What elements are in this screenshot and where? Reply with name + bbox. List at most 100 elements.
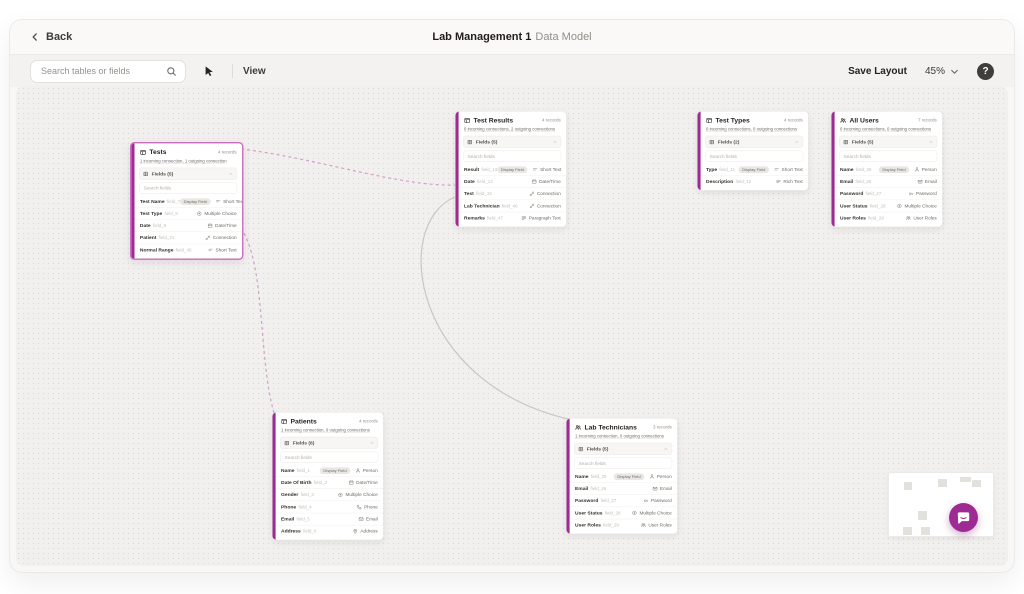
data-model-canvas[interactable]: Tests 4 records 1 incoming connection, 1… — [16, 86, 1008, 566]
field-type-group: Password — [908, 191, 937, 197]
field-id: field_8 — [164, 211, 178, 217]
field-name: User Status — [575, 510, 603, 516]
field-id: field_46 — [501, 203, 518, 209]
table-card-patients[interactable]: Patients 4 records 1 incoming connection… — [272, 412, 384, 566]
field-row-email[interactable]: Email field_26 Email — [831, 175, 943, 187]
field-id: field_27 — [865, 191, 882, 197]
search-input[interactable] — [39, 65, 160, 77]
field-type-label: Person — [656, 473, 672, 480]
field-search-input[interactable]: Search fields — [574, 457, 673, 469]
field-name: Email — [281, 516, 295, 522]
field-row-name[interactable]: Name field_25 Display Field Person — [566, 471, 677, 483]
field-type-label: Phone — [364, 504, 378, 510]
cursor-tool-button[interactable] — [196, 60, 222, 82]
table-connections-summary[interactable]: 1 incoming connection, 0 outgoing connec… — [575, 433, 664, 439]
field-row-test[interactable]: Test field_15 Connection — [455, 187, 567, 200]
field-row-password[interactable]: Password field_27 Password — [566, 494, 678, 507]
back-button[interactable]: Back — [30, 31, 72, 43]
field-name: Result — [464, 166, 480, 173]
field-row-test-type[interactable]: Test Type field_8 Multiple Choice — [131, 207, 243, 219]
minimap[interactable] — [888, 472, 994, 537]
field-type-group: Password — [643, 498, 672, 504]
field-row-address[interactable]: Address field_6 Address — [272, 524, 384, 537]
table-card-all-users[interactable]: All Users 7 records 0 incoming connectio… — [831, 111, 943, 369]
fields-toggle[interactable]: Fields (6) — [280, 436, 379, 449]
field-search-input[interactable]: Search fields — [139, 182, 238, 194]
save-layout-button[interactable]: Save Layout — [848, 65, 907, 77]
field-row-phone[interactable]: Phone field_4 Phone — [272, 500, 384, 513]
field-type-label: User Roles — [648, 522, 672, 528]
zoom-control[interactable]: 45% — [925, 66, 959, 77]
field-row-date[interactable]: Date field_14 Date/Time — [455, 175, 567, 187]
table-connections-summary[interactable]: 0 incoming connections, 0 outgoing conne… — [840, 126, 932, 132]
field-type-group: Display Field Person — [319, 467, 378, 474]
field-name: Date — [139, 223, 151, 229]
fields-toggle[interactable]: Fields (5) — [574, 442, 673, 455]
password-icon — [643, 498, 649, 503]
field-type-group: Date/Time — [207, 223, 237, 228]
field-row-name[interactable]: Name field_1 Display Field Person — [272, 465, 383, 477]
view-button[interactable]: View — [243, 65, 266, 77]
fields-toggle[interactable]: Fields (5) — [139, 167, 238, 180]
field-row-lab-technician[interactable]: Lab Technician field_46 Connection — [455, 199, 567, 212]
field-search-input[interactable]: Search fields — [463, 150, 562, 162]
field-row-description[interactable]: Description field_12 Rich Text — [697, 175, 809, 187]
fields-toggle[interactable]: Fields (5) — [463, 135, 562, 148]
table-connections-summary[interactable]: 1 incoming connection, 0 outgoing connec… — [281, 427, 370, 433]
table-card-test-types[interactable]: Test Types 4 records 0 incoming connecti… — [697, 111, 809, 288]
field-type-label: Person — [362, 467, 378, 474]
person-icon — [914, 167, 919, 172]
field-type-group: Display Field Short Text — [738, 166, 803, 173]
table-name: Lab Technicians — [584, 423, 637, 432]
field-row-user-roles[interactable]: User Roles field_29 User Roles — [566, 518, 678, 531]
field-row-user-roles[interactable]: User Roles field_29 User Roles — [831, 211, 943, 224]
table-connections-summary[interactable]: 0 incoming connections, 0 outgoing conne… — [706, 126, 798, 132]
help-button[interactable]: ? — [977, 62, 994, 80]
field-row-gender[interactable]: Gender field_3 Multiple Choice — [272, 488, 384, 501]
field-id: field_28 — [869, 203, 886, 209]
field-type-label: Connection — [536, 203, 561, 209]
table-connections-summary[interactable]: 0 incoming connections, 2 outgoing conne… — [464, 126, 556, 132]
field-type-label: Multiple Choice — [345, 492, 378, 498]
table-card-header: Patients 4 records — [272, 412, 383, 427]
field-row-test-name[interactable]: Test Name field_7 Display Field Short Te… — [131, 196, 242, 208]
page-title-suffix: Data Model — [535, 31, 592, 43]
person-icon — [649, 474, 654, 479]
field-row-normal-range[interactable]: Normal Range field_45 Short Text — [131, 243, 243, 256]
field-row-email[interactable]: Email field_5 Email — [272, 512, 384, 525]
users-icon — [840, 117, 846, 123]
connection-line-tests-patients — [240, 227, 275, 414]
field-row-result[interactable]: Result field_13 Display Field Short Text — [455, 164, 566, 176]
field-id: field_14 — [476, 179, 493, 185]
field-row-name[interactable]: Name field_25 Display Field Person — [831, 164, 942, 176]
search-box[interactable] — [30, 59, 186, 83]
user-roles-icon — [641, 522, 646, 528]
email-icon — [358, 516, 364, 521]
chat-fab-button[interactable] — [949, 503, 978, 532]
field-row-password[interactable]: Password field_27 Password — [831, 187, 943, 200]
field-row-patient[interactable]: Patient field_21 Connection — [131, 231, 243, 244]
field-search-input[interactable]: Search fields — [280, 451, 379, 463]
address-icon — [353, 529, 358, 534]
field-row-user-status[interactable]: User Status field_28 Multiple Choice — [566, 506, 678, 519]
field-row-date-of-birth[interactable]: Date Of Birth field_2 Date/Time — [272, 476, 384, 488]
field-search-input[interactable]: Search fields — [839, 150, 938, 162]
table-card-lab-technicians[interactable]: Lab Technicians 3 records 1 incoming con… — [566, 418, 678, 566]
field-type-group: Multiple Choice — [897, 203, 937, 209]
grid-icon — [467, 139, 472, 144]
table-icon — [464, 117, 470, 123]
field-name: Address — [281, 528, 301, 534]
table-card-tests[interactable]: Tests 4 records 1 incoming connection, 1… — [130, 142, 244, 404]
field-row-remarks[interactable]: Remarks field_47 Paragraph Text — [455, 211, 567, 224]
table-connections-summary[interactable]: 1 incoming connection, 1 outgoing connec… — [139, 158, 227, 164]
field-row-email[interactable]: Email field_26 Email — [566, 482, 678, 494]
field-row-user-status[interactable]: User Status field_28 Multiple Choice — [831, 199, 943, 212]
fields-toggle[interactable]: Fields (2) — [705, 135, 804, 148]
password-icon — [908, 191, 914, 196]
fields-toggle[interactable]: Fields (5) — [839, 135, 938, 148]
field-row-date[interactable]: Date field_9 Date/Time — [131, 219, 243, 231]
table-card-test-results[interactable]: Test Results 4 records 0 incoming connec… — [455, 111, 567, 369]
field-name: Test Name — [139, 198, 165, 205]
field-search-input[interactable]: Search fields — [705, 150, 804, 162]
field-row-type[interactable]: Type field_11 Display Field Short Text — [697, 164, 808, 176]
